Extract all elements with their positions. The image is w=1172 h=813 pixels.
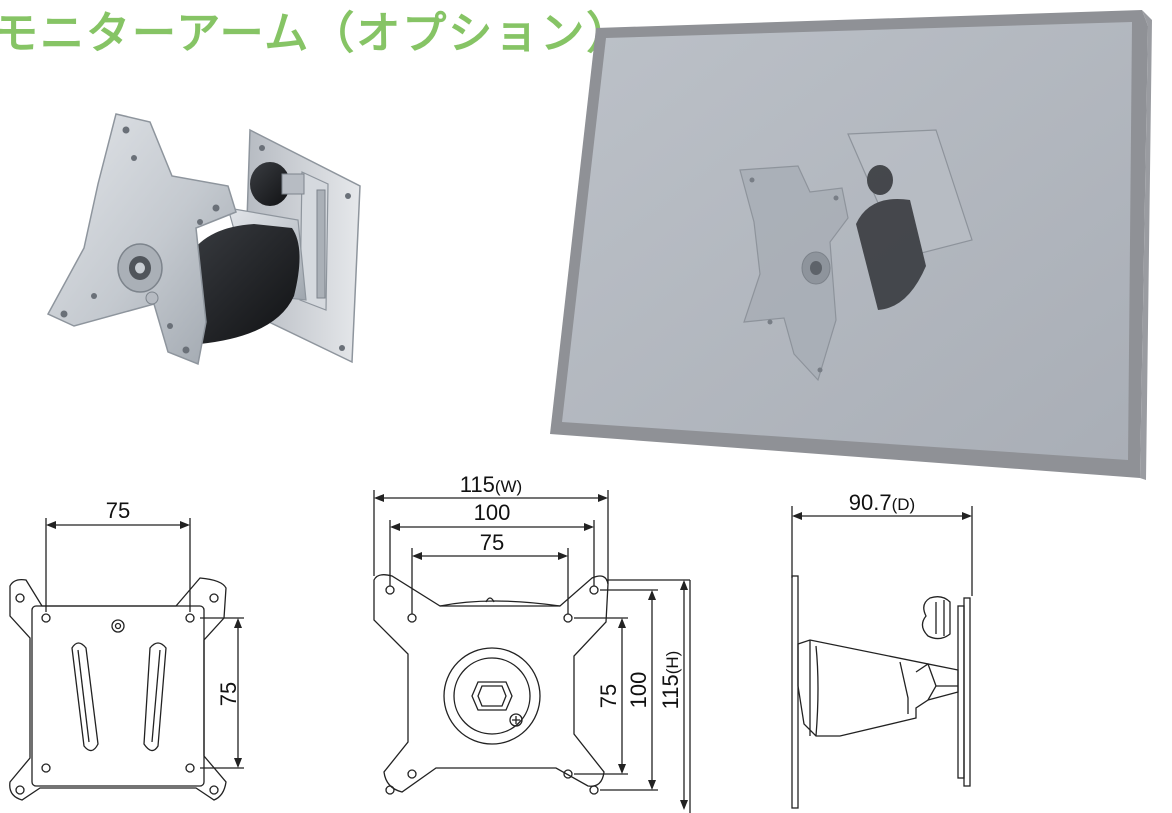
back-slot-right [143,642,167,752]
page-title: モニターアーム（オプション） [0,8,633,59]
vesa-plate [46,113,237,366]
back-inner-plate [31,605,205,787]
back-width-dim: 75 [106,498,130,523]
arm-body [180,224,300,344]
side-front-plate [791,575,799,809]
tension-knob [250,162,290,206]
front-height-100: 100 [626,672,651,709]
front-height-75: 75 [596,684,621,708]
front-center-hub [443,647,541,745]
front-plate-outline [373,574,609,793]
product-photo-mount [46,113,361,366]
back-height-dim: 75 [216,682,241,706]
drawing-side-view: 90.7(D) [791,490,973,809]
front-width-115: 115(W) [460,472,522,497]
product-photo-monitor [550,10,1152,480]
side-wall-plate [963,597,971,787]
side-knob [921,596,951,640]
side-depth-dim: 90.7(D) [849,490,915,515]
side-arm-body [797,639,937,737]
front-height-115: 115(H) [658,651,683,710]
monitor-screen [562,22,1132,460]
back-plate-outline [9,577,227,801]
back-slot-left [71,642,99,752]
mount-on-monitor [739,129,973,382]
drawing-back-view: 75 75 [9,498,244,801]
drawing-front-view: 115(W) 100 75 75 100 115(H) [373,472,691,813]
front-width-100: 100 [474,500,511,525]
front-width-75: 75 [480,530,504,555]
